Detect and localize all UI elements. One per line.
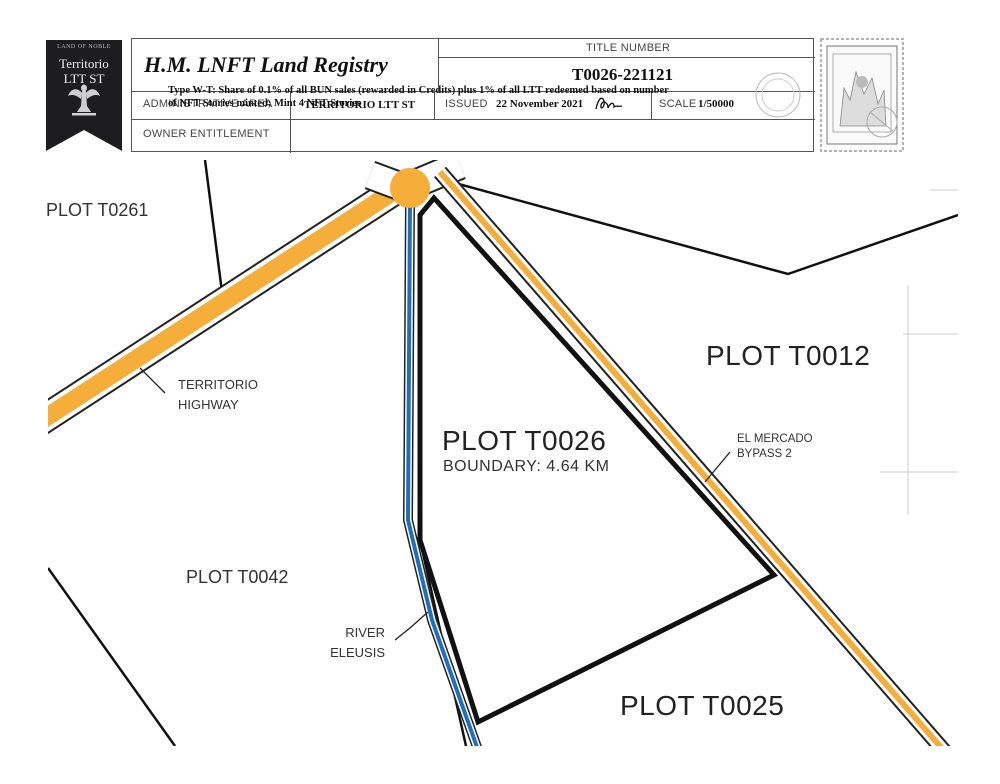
plot-t0042-label: PLOT T0042 bbox=[186, 567, 289, 587]
plot-t0026-label: PLOT T0026 bbox=[442, 425, 607, 456]
signature-icon bbox=[595, 97, 623, 110]
scale-label: SCALE bbox=[659, 98, 697, 110]
badge-top-text: LAND OF NOBLE bbox=[57, 44, 111, 50]
plot-t0012-label: PLOT T0012 bbox=[706, 340, 871, 371]
owner-entitlement-label: OWNER ENTITLEMENT bbox=[143, 128, 270, 140]
river-label: RIVER ELEUSIS bbox=[328, 623, 385, 663]
bypass-leader bbox=[704, 451, 731, 483]
badge-title-line1: Territorio bbox=[59, 56, 109, 71]
plot-t0026-boundary-length: BOUNDARY: 4.64 KM bbox=[443, 458, 610, 475]
title-number: T0026-221121 bbox=[572, 65, 674, 84]
badge-title-line2: LTT ST bbox=[63, 71, 105, 86]
issued-label: ISSUED bbox=[445, 98, 488, 110]
territorio-highway bbox=[48, 171, 414, 435]
highway-label-line2: HIGHWAY bbox=[178, 397, 239, 412]
owner-entitlement-value: Type W-T: Share of 0.1% of all BUN sales… bbox=[168, 85, 669, 109]
plot-t0026-boundary bbox=[417, 194, 779, 726]
issued-date: 22 November 2021 bbox=[496, 98, 584, 110]
admin-area-label: ADMINISTRATIVE AREA bbox=[143, 98, 273, 110]
postage-stamp-icon bbox=[820, 38, 904, 152]
registry-title: H.M. LNFT Land Registry bbox=[144, 52, 388, 77]
territory-badge bbox=[46, 40, 122, 151]
plot-t0025-label: PLOT T0025 bbox=[620, 690, 785, 721]
highway-label: TERRITORIO HIGHWAY bbox=[178, 375, 258, 415]
highway-label-line1: TERRITORIO bbox=[178, 377, 258, 392]
el-mercado-bypass bbox=[433, 166, 951, 746]
registry-header: H.M. LNFT Land Registry TITLE NUMBER T00… bbox=[131, 38, 815, 153]
eagle-emblem-icon bbox=[68, 84, 100, 116]
registry-seal-icon bbox=[755, 72, 801, 118]
bypass-label: EL MERCADO BYPASS 2 bbox=[737, 432, 813, 462]
river-label-line1: RIVER bbox=[345, 625, 385, 640]
scale-value: 1/50000 bbox=[698, 98, 735, 110]
river-label-line2: ELEUSIS bbox=[330, 645, 385, 660]
badge-title: Territorio LTT ST bbox=[50, 56, 118, 86]
title-number-label: TITLE NUMBER bbox=[586, 42, 671, 54]
highway-leader bbox=[139, 367, 166, 394]
bypass-label-line1: EL MERCADO bbox=[737, 433, 813, 445]
plot-t0261-label: PLOT T0261 bbox=[46, 200, 149, 220]
river-leader bbox=[394, 611, 429, 641]
grid-marks bbox=[880, 189, 958, 515]
river-eleusis bbox=[402, 199, 482, 746]
admin-area-value: TERRITORIO LTT ST bbox=[304, 99, 416, 111]
bypass-label-line2: BYPASS 2 bbox=[737, 448, 792, 460]
